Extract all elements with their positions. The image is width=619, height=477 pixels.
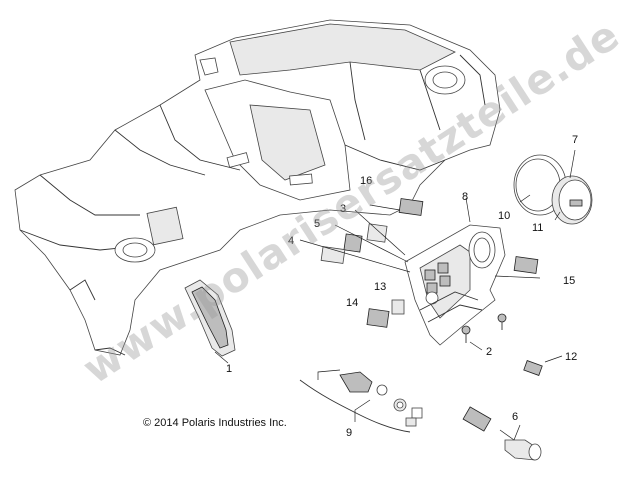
callout-11: 11 xyxy=(532,222,543,234)
part-instrument-bezel xyxy=(404,197,506,346)
part-bulb xyxy=(523,355,563,376)
callout-7: 7 xyxy=(572,134,578,146)
part-speedometer xyxy=(513,149,593,225)
callout-12: 12 xyxy=(565,351,577,363)
callout-5: 5 xyxy=(314,218,320,230)
callout-13: 13 xyxy=(374,281,386,293)
callout-6: 6 xyxy=(512,411,518,423)
copyright-text: © 2014 Polaris Industries Inc. xyxy=(143,417,287,429)
part-grip-handle xyxy=(184,279,236,364)
callout-15: 15 xyxy=(563,275,575,287)
part-harness xyxy=(299,369,423,433)
callout-16: 16 xyxy=(360,175,372,187)
part-switches xyxy=(299,198,541,328)
part-screws xyxy=(461,313,507,351)
part-power-socket xyxy=(462,406,542,461)
callout-4: 4 xyxy=(288,235,294,247)
callout-3: 3 xyxy=(340,203,346,215)
callout-1: 1 xyxy=(226,363,232,375)
callout-labels: 1 2 3 4 5 6 7 8 9 10 11 12 13 14 15 16 xyxy=(226,134,578,439)
callout-9: 9 xyxy=(346,427,352,439)
callout-8: 8 xyxy=(462,191,468,203)
callout-2: 2 xyxy=(486,346,492,358)
dashboard-housing xyxy=(14,19,501,356)
callout-14: 14 xyxy=(346,297,358,309)
callout-10: 10 xyxy=(498,210,510,222)
